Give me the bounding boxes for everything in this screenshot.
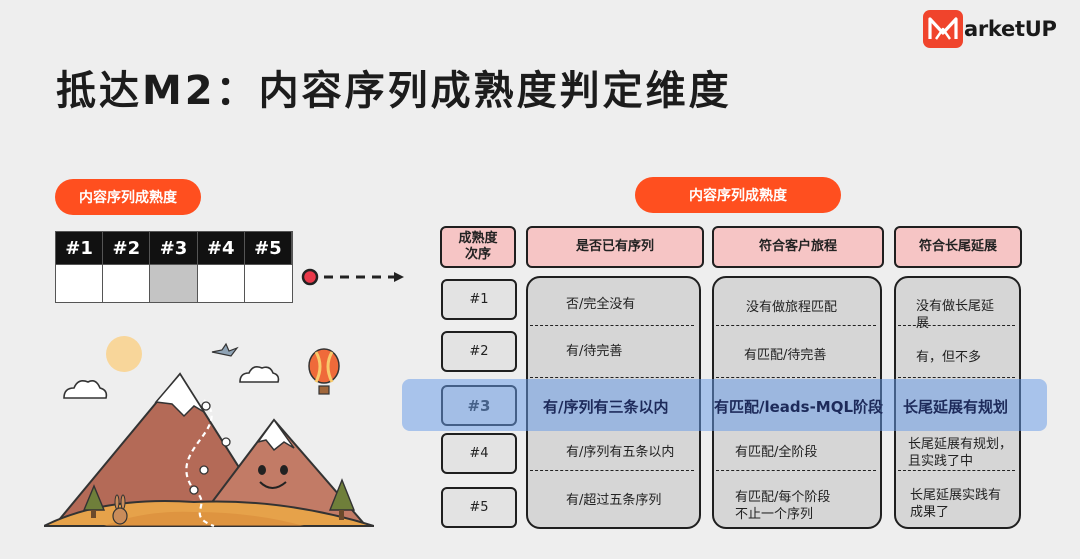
row-divider — [716, 377, 876, 378]
sequence-cell-selected — [150, 264, 198, 302]
cell-customer-journey: 没有做旅程匹配 — [746, 300, 838, 315]
cell-existing-sequence: 有/待完善 — [566, 344, 623, 359]
cell-long-tail: 长尾延展有规划， 且实践了中 — [908, 437, 1013, 469]
cloud-icon — [239, 366, 280, 383]
brand-logo: arketUP — [923, 10, 1057, 48]
sequence-cell — [103, 264, 151, 302]
sequence-cell — [197, 264, 245, 302]
rank-box: #4 — [441, 433, 517, 474]
left-maturity-pill: 内容序列成熟度 — [55, 179, 201, 215]
sequence-header: #4 — [197, 232, 245, 264]
highlight-band-row-3 — [402, 379, 1047, 431]
rank-box: #1 — [441, 279, 517, 320]
cell-long-tail: 有，但不多 — [916, 350, 982, 365]
cell-existing-sequence: 有/超过五条序列 — [566, 493, 662, 508]
rabbit-icon — [112, 494, 128, 525]
row-divider — [716, 470, 876, 471]
logo-m-icon — [923, 10, 963, 48]
cell-existing-sequence-highlighted: 有/序列有三条以内 — [543, 398, 669, 416]
cell-long-tail: 没有做长尾延 展 — [916, 299, 995, 331]
rank-box: #2 — [441, 331, 517, 372]
bird-icon — [211, 342, 239, 357]
sequence-header: #1 — [56, 232, 104, 264]
cell-existing-sequence: 否/完全没有 — [566, 297, 636, 312]
sequence-table: #1 #2 #3 #4 #5 — [55, 231, 293, 303]
column-header-existing-sequence: 是否已有序列 — [526, 226, 704, 268]
row-divider — [530, 377, 694, 378]
row-divider — [530, 325, 694, 326]
sequence-cell — [56, 264, 104, 302]
cell-customer-journey-highlighted: 有匹配/leads-MQL阶段 — [714, 398, 884, 416]
page-title: 抵达M2：内容序列成熟度判定维度 — [56, 68, 732, 114]
row-divider — [898, 325, 1015, 326]
hot-air-balloon-icon — [308, 348, 340, 395]
pine-tree-icon — [82, 484, 106, 518]
sequence-header: #5 — [244, 232, 292, 264]
rank-box: #5 — [441, 487, 517, 528]
mountain-illustration — [44, 336, 374, 528]
column-header-long-tail: 符合长尾延展 — [894, 226, 1022, 268]
cell-long-tail-highlighted: 长尾延展有规划 — [903, 398, 1009, 416]
sequence-header: #3 — [150, 232, 198, 264]
rank-header: 成熟度 次序 — [440, 226, 516, 268]
dashed-arrow-icon — [301, 268, 404, 286]
cell-long-tail: 长尾延展实践有 成果了 — [910, 488, 1002, 520]
cell-customer-journey: 有匹配/待完善 — [744, 348, 827, 363]
row-divider — [716, 325, 876, 326]
mountain-face-icon — [258, 465, 288, 489]
pine-tree-icon — [328, 478, 356, 520]
sun-icon — [106, 336, 142, 372]
row-divider — [898, 470, 1015, 471]
sequence-header: #2 — [103, 232, 151, 264]
row-divider — [530, 470, 694, 471]
cloud-icon — [63, 380, 108, 399]
row-divider — [898, 377, 1015, 378]
right-maturity-pill: 内容序列成熟度 — [635, 177, 841, 213]
column-header-customer-journey: 符合客户旅程 — [712, 226, 884, 268]
cell-customer-journey: 有匹配/全阶段 — [735, 445, 818, 460]
cell-customer-journey: 有匹配/每个阶段 不止一个序列 — [735, 490, 831, 522]
sequence-cell — [244, 264, 292, 302]
logo-text: arketUP — [964, 17, 1057, 41]
cell-existing-sequence: 有/序列有五条以内 — [566, 445, 675, 460]
